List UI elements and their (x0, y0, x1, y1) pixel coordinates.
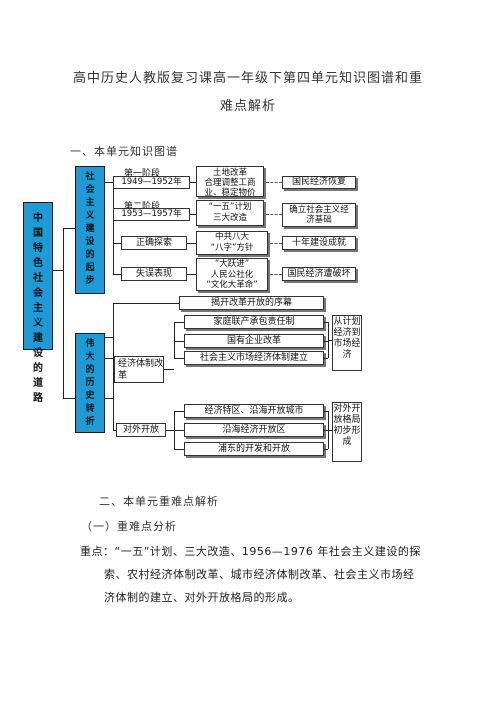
section-heading-1: 一、本单元知识图谱 (70, 145, 178, 158)
stage2-years: 1953—1957年 (113, 208, 190, 221)
branch-text-turning-point: 伟大的历史转折 (85, 339, 95, 427)
diagram-root-box: 中国特色社会主义建设的道路 (23, 202, 53, 404)
key-points-line-1: 重点：“一五”计划、三大改造、1956—1976 年社会主义建设的探 (80, 545, 421, 558)
subsection-heading-1: （一）重难点分析 (81, 520, 177, 533)
mistake-mid-1: “大跃进” (214, 259, 250, 269)
mistake-result: 国民经济遭破坏 (282, 267, 356, 281)
branch-text-construction: 社会主义建设的起步 (85, 172, 95, 286)
econ-reform-box: 经济体制改革 (114, 356, 164, 383)
section-heading-2: 二、本单元重难点解析 (99, 495, 219, 508)
stage1-years: 1949—1952年 (113, 176, 190, 189)
opening-item-2: 沿海经济开放区 (184, 423, 324, 437)
mistake-mid-3: “文化大革命” (206, 280, 258, 290)
stage1-result: 国民经济恢复 (282, 176, 356, 189)
opening-box: 对外开放 (116, 423, 166, 437)
explore-result: 十年建设成就 (282, 236, 356, 250)
branch-box-construction: 社会主义建设的起步 (75, 166, 105, 294)
stage2-label: 第二阶段 (124, 202, 161, 212)
stage2-tasks-box: “一五”计划 三大改造 (196, 200, 264, 226)
explore-mid-2: “八字”方针 (210, 243, 254, 253)
stage1-label: 第一阶段 (124, 169, 161, 179)
key-points-paragraph: 重点：“一五”计划、三大改造、1956—1976 年社会主义建设的探 索、农村经… (80, 540, 435, 609)
explore-box: 正确探索 (121, 236, 187, 250)
page-title-line2: 难点解析 (219, 99, 276, 114)
mistake-box: 失误表现 (121, 267, 187, 281)
econ-result-text: 从计划经济到市场经济 (333, 317, 361, 360)
explore-mid-1: 中共八大 (214, 232, 249, 242)
key-points-line-2: 索、农村经济体制改革、城市经济体制改革、社会主义市场经 (104, 568, 415, 581)
opening-item-1: 经济特区、沿海开放城市 (184, 404, 324, 418)
explore-mid-box: 中共八大 “八字”方针 (196, 231, 268, 255)
reform-open-box: 揭开改革开放的序幕 (179, 296, 324, 310)
mistake-mid-2: 人民公社化 (210, 269, 254, 280)
opening-result: 对外开放格局初步形成 (332, 402, 362, 462)
stage1-task-2: 合理调整工商业、稳定物价 (204, 178, 256, 198)
branch-box-turning-point: 伟大的历史转折 (75, 333, 105, 433)
mistake-mid-box: “大跃进” 人民公社化 “文化大革命” (196, 258, 268, 291)
diagram-root-text: 中国特色社会主义建设的道路 (33, 213, 43, 404)
econ-result: 从计划经济到市场经济 (332, 315, 362, 371)
page-title: 高中历史人教版复习课高一年级下第四单元知识图谱和重 (72, 71, 423, 86)
econ-item-1: 家庭联产承包责任制 (184, 315, 324, 329)
econ-item-2: 国有企业改革 (184, 334, 324, 348)
stage2-task-1: “一五”计划 (208, 202, 252, 212)
key-points-line-3: 济体制的建立、对外开放格局的形成。 (104, 591, 300, 604)
opening-result-text: 对外开放格局初步形成 (333, 404, 361, 447)
opening-item-3: 浦东的开发和开放 (184, 442, 324, 456)
stage1-task-1: 土地改革 (212, 168, 247, 178)
stage2-result: 确立社会主义经济基础 (282, 203, 356, 227)
stage2-task-2: 三大改造 (212, 213, 247, 223)
econ-item-3: 社会主义市场经济体制建立 (184, 351, 324, 365)
stage1-tasks-box: 土地改革 合理调整工商业、稳定物价 (196, 166, 264, 198)
